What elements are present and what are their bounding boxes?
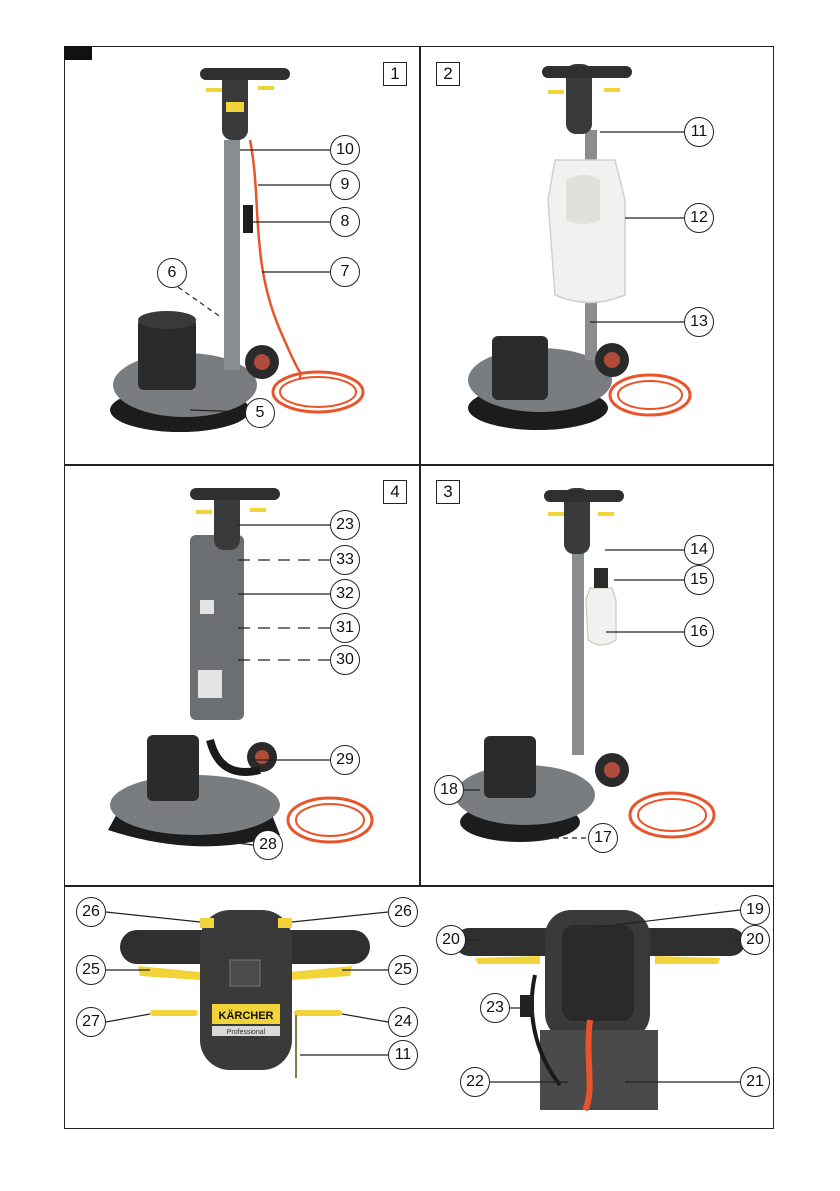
callout-15: 15	[684, 565, 714, 595]
machine-fig1	[110, 68, 363, 432]
callout-33: 33	[330, 545, 360, 575]
callout-27: 27	[76, 1007, 106, 1037]
callout-20-left: 20	[436, 925, 466, 955]
callout-13: 13	[684, 307, 714, 337]
callout-8: 8	[330, 207, 360, 237]
callout-21: 21	[740, 1067, 770, 1097]
figure-number-1: 1	[383, 62, 407, 86]
callout-23-fig4: 23	[330, 510, 360, 540]
callout-17: 17	[588, 823, 618, 853]
logo-text: KÄRCHER	[219, 1009, 274, 1022]
callout-31: 31	[330, 613, 360, 643]
callout-23-rear: 23	[480, 993, 510, 1023]
callout-24: 24	[388, 1007, 418, 1037]
callout-14: 14	[684, 535, 714, 565]
callout-6: 6	[157, 258, 187, 288]
figure-number-3: 3	[436, 480, 460, 504]
figure-number-2: 2	[436, 62, 460, 86]
callout-11: 11	[684, 117, 714, 147]
callout-30: 30	[330, 645, 360, 675]
callout-9: 9	[330, 170, 360, 200]
callout-32: 32	[330, 579, 360, 609]
callout-25-left: 25	[76, 955, 106, 985]
callout-26-left: 26	[76, 897, 106, 927]
machine-fig2	[468, 64, 690, 430]
logo-subtext: Professional	[227, 1029, 266, 1036]
callout-26-right: 26	[388, 897, 418, 927]
callout-28: 28	[253, 830, 283, 860]
callout-10: 10	[330, 135, 360, 165]
callout-22: 22	[460, 1067, 490, 1097]
machine-fig3	[455, 488, 714, 842]
callout-29: 29	[330, 745, 360, 775]
callout-16: 16	[684, 617, 714, 647]
callout-7: 7	[330, 257, 360, 287]
handle-closeup-front: KÄRCHER Professional	[120, 910, 370, 1078]
callout-12: 12	[684, 203, 714, 233]
callout-19: 19	[740, 895, 770, 925]
callout-5: 5	[245, 398, 275, 428]
callout-20-right: 20	[740, 925, 770, 955]
callout-25-right: 25	[388, 955, 418, 985]
callout-18: 18	[434, 775, 464, 805]
callout-11-closeup: 11	[388, 1040, 418, 1070]
figure-number-4: 4	[383, 480, 407, 504]
